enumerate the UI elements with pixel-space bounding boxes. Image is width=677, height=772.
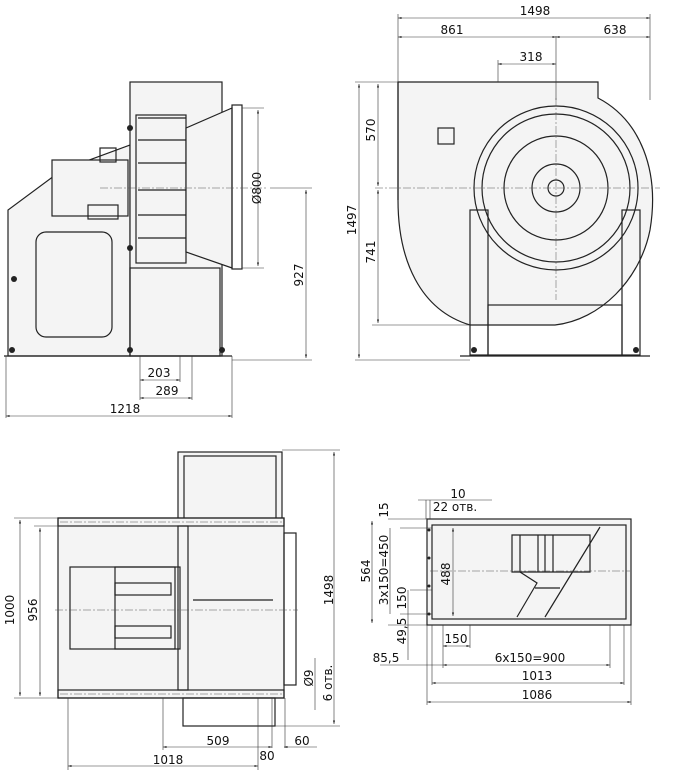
outlet-view: 10 22 отв. 15 564 3x150=450 488 150 49,5… — [359, 487, 632, 705]
dim-15: 15 — [377, 502, 391, 517]
dim-150-horizontal: 150 — [445, 632, 468, 646]
plan-view: 1000 956 1498 Ø9 6 отв. 509 60 80 1018 — [3, 449, 340, 770]
front-view: 1498 861 638 318 1497 570 741 — [345, 4, 660, 361]
dim-1498-plan: 1498 — [322, 575, 336, 606]
dim-3x150: 3x150=450 — [377, 535, 391, 606]
dim-1018: 1018 — [153, 753, 184, 767]
dim-80: 80 — [259, 749, 274, 763]
dim-203: 203 — [148, 366, 171, 380]
dim-488: 488 — [439, 563, 453, 586]
dim-861: 861 — [441, 23, 464, 37]
dim-1013: 1013 — [522, 669, 553, 683]
hole-count: 6 отв. — [321, 665, 335, 702]
dim-564: 564 — [359, 560, 373, 583]
dim-318: 318 — [520, 50, 543, 64]
dim-60: 60 — [294, 734, 309, 748]
side-view: Ø800 927 203 289 1218 — [4, 81, 312, 418]
dim-49-5: 49,5 — [395, 618, 409, 645]
dim-axis-height: 927 — [292, 264, 306, 287]
dim-956: 956 — [26, 599, 40, 622]
dim-150-vertical: 150 — [395, 587, 409, 610]
dim-1000: 1000 — [3, 595, 17, 626]
dim-570: 570 — [364, 119, 378, 142]
dim-509: 509 — [207, 734, 230, 748]
dim-1086: 1086 — [522, 688, 553, 702]
dim-289: 289 — [156, 384, 179, 398]
dim-741: 741 — [364, 241, 378, 264]
dim-6x150: 6x150=900 — [495, 651, 566, 665]
hole-diameter: Ø9 — [302, 669, 316, 686]
holes-22: 22 отв. — [433, 500, 477, 514]
dim-height-1497: 1497 — [345, 205, 359, 236]
dim-10: 10 — [450, 487, 465, 501]
dim-638: 638 — [604, 23, 627, 37]
dim-inlet-diameter: Ø800 — [250, 172, 264, 204]
dim-length-1218: 1218 — [110, 402, 141, 416]
dim-85-5: 85,5 — [373, 651, 400, 665]
dim-width-1498: 1498 — [520, 4, 551, 18]
